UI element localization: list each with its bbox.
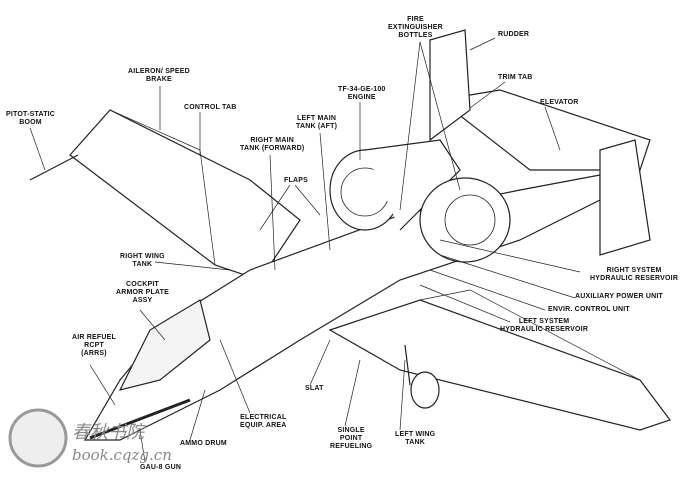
label-right-main-tank: RIGHT MAIN TANK (FORWARD) — [240, 137, 305, 152]
label-elevator: ELEVATOR — [540, 99, 579, 106]
label-single-point-refueling: SINGLE POINT REFUELING — [330, 427, 373, 450]
canopy — [118, 299, 211, 391]
label-right-wing-tank: RIGHT WING TANK — [120, 253, 165, 268]
label-apu: AUXILIARY POWER UNIT — [575, 293, 664, 300]
label-fire-extinguisher: FIRE EXTINGUISHER BOTTLES — [388, 16, 443, 39]
label-trim-tab: TRIM TAB — [498, 74, 533, 81]
watermark-url: book.cqzg.cn — [72, 446, 172, 464]
label-electrical: ELECTRICAL EQUIP. AREA — [240, 414, 287, 429]
label-flaps: FLAPS — [284, 177, 308, 184]
label-rudder: RUDDER — [498, 31, 530, 38]
label-right-hydraulic: RIGHT SYSTEM HYDRAULIC RESERVOIR — [590, 267, 679, 282]
label-slat: SLAT — [305, 385, 324, 392]
vertical-tail-right — [429, 29, 471, 142]
label-pitot: PITOT-STATIC BOOM — [6, 111, 56, 126]
pitot-boom — [29, 154, 79, 181]
label-left-wing-tank: LEFT WING TANK — [395, 431, 436, 446]
label-ecu: ENVIR. CONTROL UNIT — [548, 306, 630, 313]
vertical-tail-left — [599, 139, 651, 256]
label-left-main-tank: LEFT MAIN TANK (AFT) — [296, 115, 338, 130]
right-wing — [69, 109, 301, 281]
label-control-tab: CONTROL TAB — [184, 104, 237, 111]
label-left-hydraulic: LEFT SYSTEM HYDRAULIC RESERVOIR — [500, 318, 589, 333]
left-engine — [419, 177, 511, 263]
label-ammo-drum: AMMO DRUM — [180, 440, 227, 447]
watermark-chinese: 春秋书院 — [72, 422, 144, 443]
label-engine: TF-34-GE-100 ENGINE — [338, 86, 386, 101]
label-gun: GAU-8 GUN — [140, 464, 182, 471]
horizontal-stabilizer — [438, 89, 651, 171]
label-aileron: AILERON/ SPEED BRAKE — [128, 68, 190, 83]
main-wheel — [410, 371, 440, 409]
label-cockpit-armor: COCKPIT ARMOR PLATE ASSY — [116, 281, 170, 304]
label-air-refuel: AIR REFUEL RCPT (ARRS) — [72, 334, 116, 357]
gun-barrel — [89, 398, 191, 440]
watermark-emblem — [8, 408, 68, 468]
